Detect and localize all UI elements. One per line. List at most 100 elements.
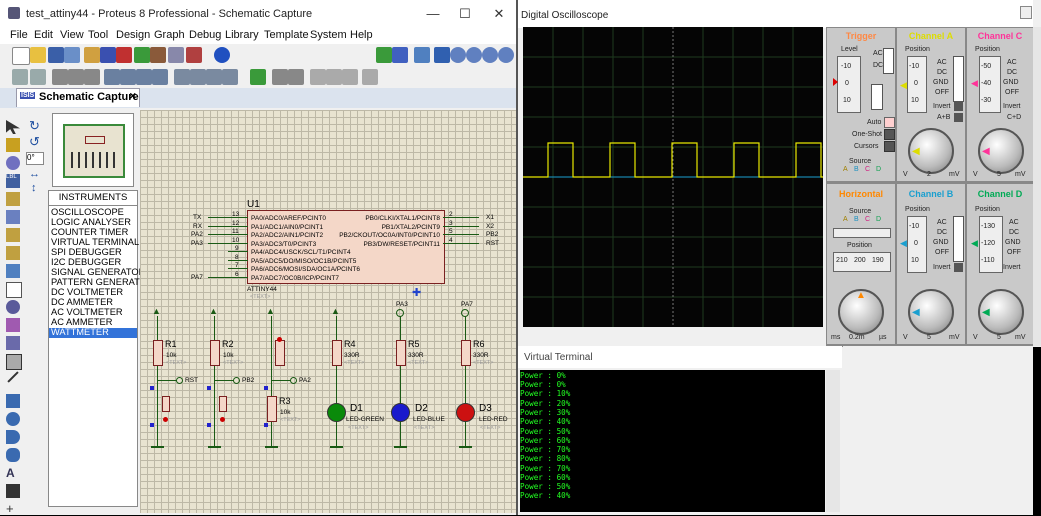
grid-icon[interactable] xyxy=(392,47,408,63)
list-item-logic-analyser[interactable]: LOGIC ANALYSER xyxy=(51,217,131,227)
menu-graph[interactable]: Graph xyxy=(154,29,185,41)
arc-icon[interactable] xyxy=(6,430,20,444)
make-device-icon[interactable] xyxy=(206,69,222,85)
menu-design[interactable]: Design xyxy=(116,29,151,41)
remove-sheet-icon[interactable] xyxy=(342,69,358,85)
list-item-ac-voltmeter[interactable]: AC VOLTMETER xyxy=(51,307,123,317)
terminal-scrollbar[interactable] xyxy=(826,370,840,512)
block-delete-icon[interactable] xyxy=(152,69,168,85)
gerber-icon[interactable] xyxy=(150,47,166,63)
refresh-icon[interactable] xyxy=(376,47,392,63)
pan-icon[interactable] xyxy=(434,47,450,63)
block-copy-icon[interactable] xyxy=(104,69,120,85)
design-explorer-icon[interactable] xyxy=(310,69,326,85)
zoom-area-icon[interactable] xyxy=(498,47,514,63)
overview-window[interactable] xyxy=(52,113,134,187)
net-label-rst-bottom[interactable]: RST xyxy=(185,377,198,384)
net-label-x2[interactable]: X2 xyxy=(486,222,494,230)
paste-icon[interactable] xyxy=(84,69,100,85)
tab-close-icon[interactable]: ✕ xyxy=(129,91,137,101)
channel-c-position-scale[interactable]: -50 -40 -30 xyxy=(979,56,1001,113)
pick-device-icon[interactable] xyxy=(190,69,206,85)
subcircuit-icon[interactable] xyxy=(6,228,20,242)
trigger-edge-switch[interactable] xyxy=(871,84,883,110)
source-a[interactable]: A xyxy=(843,216,848,223)
resistor-r6[interactable] xyxy=(461,340,471,366)
led-d1[interactable] xyxy=(327,403,346,422)
menu-tool[interactable]: Tool xyxy=(88,29,109,41)
resistor-r3-pot[interactable] xyxy=(275,340,285,366)
oscilloscope-close-button[interactable] xyxy=(1020,6,1032,19)
trigger-oneshot-button[interactable] xyxy=(884,129,895,140)
list-item-wattmeter[interactable]: WATTMETER xyxy=(49,327,137,338)
netlist-icon[interactable] xyxy=(362,69,378,85)
schematic-canvas[interactable] xyxy=(140,110,516,513)
list-item-pattern-generator[interactable]: PATTERN GENERATOR xyxy=(51,277,154,287)
menu-system[interactable]: System xyxy=(310,29,347,41)
source-b[interactable]: B xyxy=(854,216,859,223)
led-d2[interactable] xyxy=(391,403,410,422)
channel-a-scale-knob[interactable]: ◀ xyxy=(908,128,954,174)
horizontal-source-slider[interactable] xyxy=(833,228,891,238)
zoom-to-component-icon[interactable] xyxy=(174,69,190,85)
instruments-icon[interactable] xyxy=(6,354,22,370)
list-item-virtual-terminal[interactable]: VIRTUAL TERMINAL xyxy=(51,237,140,247)
source-d[interactable]: D xyxy=(876,166,882,173)
device-pins-icon[interactable] xyxy=(6,264,20,278)
wire-label-icon[interactable]: LBL xyxy=(6,174,20,188)
list-item-spi-debugger[interactable]: SPI DEBUGGER xyxy=(51,247,122,257)
source-c[interactable]: C xyxy=(865,216,871,223)
mirror-vertical-icon[interactable]: ↕ xyxy=(31,182,37,194)
package-tool-icon[interactable] xyxy=(222,69,238,85)
horizontal-source-selector[interactable]: A B C D xyxy=(841,216,885,226)
switch-r1[interactable] xyxy=(162,396,170,412)
channel-b-invert-button[interactable] xyxy=(954,263,963,272)
property-tool-icon[interactable] xyxy=(288,69,304,85)
list-item-counter-timer[interactable]: COUNTER TIMER xyxy=(51,227,129,237)
path-icon[interactable] xyxy=(6,448,20,462)
line-icon[interactable] xyxy=(7,371,19,383)
trigger-source-selector[interactable]: A B C D xyxy=(841,166,885,176)
net-label-pa3[interactable]: PA3 xyxy=(191,239,203,247)
chip-ref[interactable]: U1 xyxy=(247,199,260,210)
trigger-coupling-switch[interactable] xyxy=(883,48,894,74)
channel-b-mode-switch[interactable] xyxy=(953,216,964,262)
redo-icon[interactable] xyxy=(30,69,46,85)
box-icon[interactable] xyxy=(6,394,20,408)
menu-edit[interactable]: Edit xyxy=(34,29,53,41)
origin-icon[interactable] xyxy=(414,47,430,63)
resistor-r1[interactable] xyxy=(153,340,163,366)
menu-library[interactable]: Library xyxy=(225,29,259,41)
home-icon[interactable] xyxy=(84,47,100,63)
bom-icon[interactable] xyxy=(168,47,184,63)
menu-debug[interactable]: Debug xyxy=(189,29,222,41)
net-label-pa7-top[interactable]: PA7 xyxy=(461,301,473,308)
isis-icon[interactable] xyxy=(100,47,116,63)
channel-d-scale-knob[interactable]: ◀ xyxy=(978,289,1024,335)
list-item-dc-voltmeter[interactable]: DC VOLTMETER xyxy=(51,287,124,297)
led-d3[interactable] xyxy=(456,403,475,422)
oscilloscope-screen[interactable] xyxy=(523,27,823,327)
source-d[interactable]: D xyxy=(876,216,882,223)
marker-icon[interactable]: + xyxy=(6,501,14,516)
horizontal-timebase-knob[interactable]: ▲ xyxy=(838,289,884,335)
trigger-cursors-button[interactable] xyxy=(884,141,895,152)
net-label-rx[interactable]: RX xyxy=(193,222,203,230)
component-mode-icon[interactable] xyxy=(6,138,20,152)
net-label-tx[interactable]: TX xyxy=(193,214,202,221)
menu-view[interactable]: View xyxy=(60,29,84,41)
channel-d-position-scale[interactable]: -130 -120 -110 xyxy=(979,216,1003,273)
net-label-pa2-bottom[interactable]: PA2 xyxy=(299,377,311,384)
list-item-i2c-debugger[interactable]: I2C DEBUGGER xyxy=(51,257,122,267)
zoom-all-icon[interactable] xyxy=(482,47,498,63)
source-a[interactable]: A xyxy=(843,166,848,173)
probe-icon[interactable] xyxy=(6,336,20,350)
resistor-r4[interactable] xyxy=(332,340,342,366)
switch-r2[interactable] xyxy=(219,396,227,412)
3d-view-icon[interactable] xyxy=(134,47,150,63)
source-b[interactable]: B xyxy=(854,166,859,173)
attiny44-chip[interactable]: PA0/ADC0/AREF/PCINT0 PA1/ADC1/AIN0/PCINT… xyxy=(247,210,445,284)
save-icon[interactable] xyxy=(48,47,64,63)
zoom-out-icon[interactable] xyxy=(466,47,482,63)
channel-b-scale-knob[interactable]: ◀ xyxy=(908,289,954,335)
